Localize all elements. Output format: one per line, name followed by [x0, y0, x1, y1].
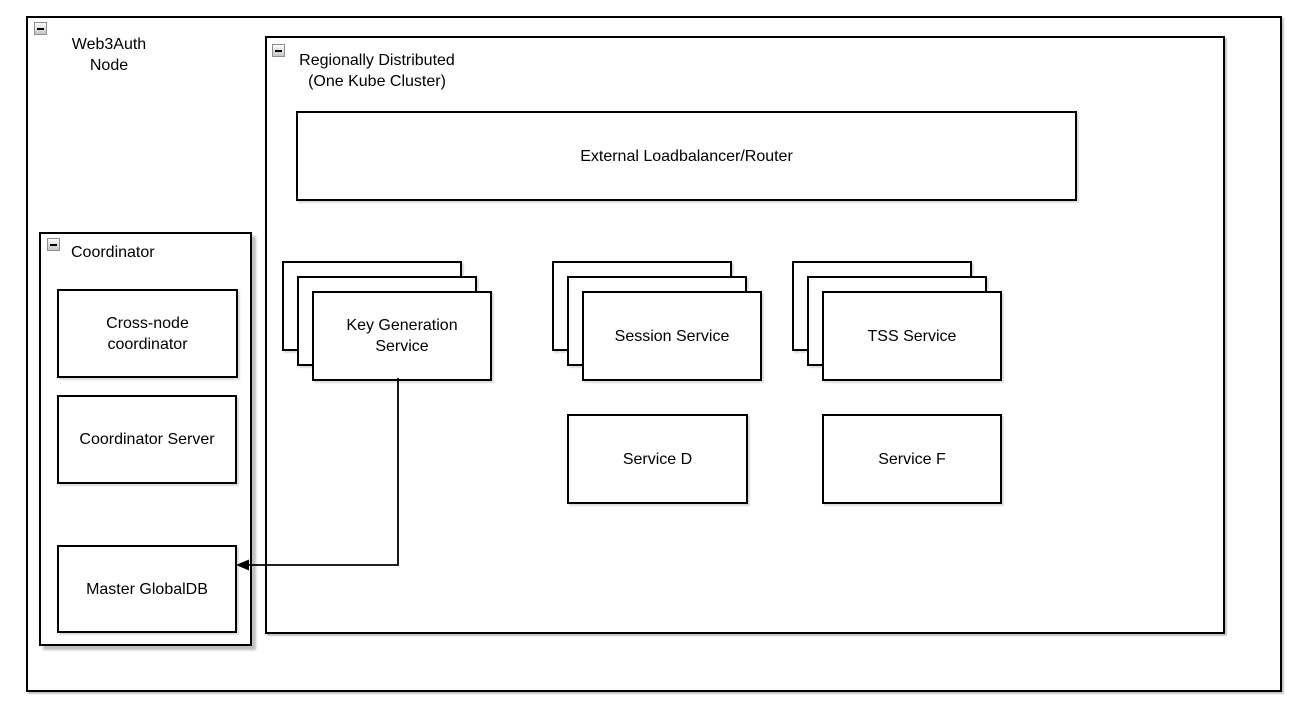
shape-service-d[interactable]: Service D	[567, 414, 748, 504]
stack-box-front[interactable]: Session Service	[582, 291, 762, 381]
group-label-web3auth-line2: Node	[89, 57, 129, 74]
group-label-coordinator: Coordinator	[71, 244, 155, 261]
shape-label-key-generation: Key Generation Service	[346, 315, 457, 357]
group-web3auth-node[interactable]: Web3Auth Node Coordinator Cross-node coo…	[26, 16, 1282, 692]
key-generation-line2: Service	[375, 338, 429, 355]
group-label-region: Regionally Distributed (One Kube Cluster…	[292, 50, 462, 92]
shape-coordinator-server[interactable]: Coordinator Server	[57, 395, 237, 484]
key-generation-line1: Key Generation	[346, 317, 458, 334]
stack-box-front[interactable]: TSS Service	[822, 291, 1002, 381]
cross-node-line2: coordinator	[107, 335, 188, 353]
group-coordinator[interactable]: Coordinator Cross-node coordinator Coord…	[39, 232, 252, 646]
group-label-region-line2: (One Kube Cluster)	[308, 73, 446, 90]
shape-label-cross-node: Cross-node coordinator	[106, 313, 189, 355]
shape-label-coordinator-server: Coordinator Server	[79, 431, 215, 448]
group-label-web3auth: Web3Auth Node	[34, 34, 184, 76]
shape-cross-node-coordinator[interactable]: Cross-node coordinator	[57, 289, 238, 378]
stack-session-service[interactable]: Session Service	[552, 261, 764, 383]
shape-label-master-globaldb: Master GlobalDB	[86, 580, 208, 598]
minus-icon	[275, 49, 282, 52]
shape-master-globaldb[interactable]: Master GlobalDB	[57, 545, 237, 633]
shape-external-loadbalancer[interactable]: External Loadbalancer/Router	[296, 111, 1077, 201]
collapse-button-web3auth[interactable]	[34, 22, 47, 35]
stack-box-front[interactable]: Key Generation Service	[312, 291, 492, 381]
stack-tss-service[interactable]: TSS Service	[792, 261, 1004, 383]
minus-icon	[50, 243, 57, 246]
shape-label-service-d: Service D	[622, 450, 693, 468]
shape-label-service-f: Service F	[878, 450, 946, 468]
group-label-region-line1: Regionally Distributed	[299, 52, 455, 69]
group-label-web3auth-line1: Web3Auth	[71, 36, 147, 53]
minus-icon	[37, 27, 44, 30]
stack-key-generation-service[interactable]: Key Generation Service	[282, 261, 494, 383]
shape-service-f[interactable]: Service F	[822, 414, 1002, 504]
collapse-button-region[interactable]	[272, 44, 285, 57]
connector-keygen-to-globaldb[interactable]	[249, 378, 399, 566]
shape-label-loadbalancer: External Loadbalancer/Router	[580, 147, 793, 165]
group-regionally-distributed[interactable]: Regionally Distributed (One Kube Cluster…	[265, 36, 1225, 634]
cross-node-line1: Cross-node	[106, 314, 189, 332]
shape-label-session-service: Session Service	[614, 327, 730, 345]
shape-label-tss-service: TSS Service	[867, 327, 957, 345]
collapse-button-coordinator[interactable]	[47, 238, 60, 251]
